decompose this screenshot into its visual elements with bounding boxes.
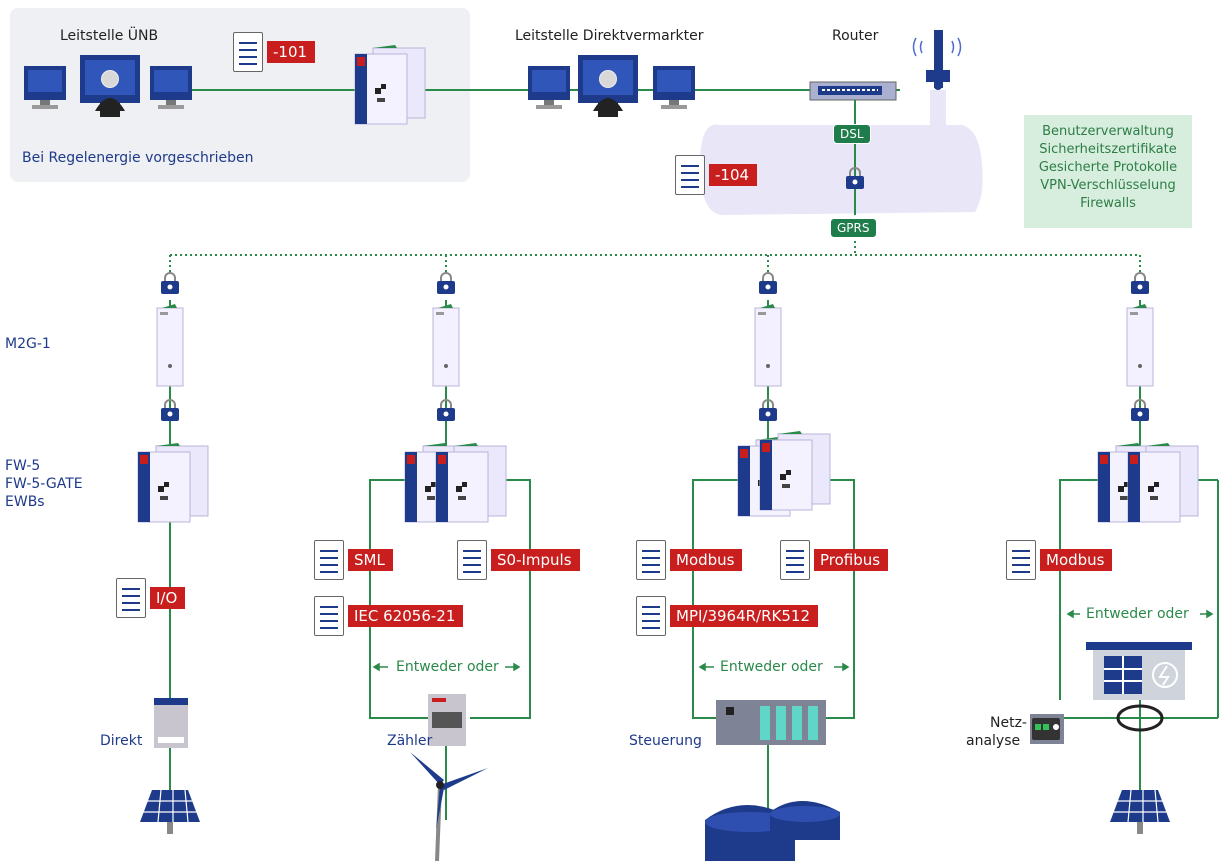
protocol-tag-mpi: MPI/3964R/RK512 <box>636 596 819 636</box>
fw5-head-device <box>354 44 426 125</box>
network-cloud <box>700 124 983 215</box>
uenb-note: Bei Regelenergie vorgeschrieben <box>22 150 254 166</box>
uenb-title: Leitstelle ÜNB <box>60 28 159 44</box>
document-icon <box>233 32 263 72</box>
router-device <box>809 81 897 101</box>
dsl-badge: DSL <box>833 124 871 144</box>
column-zaehler <box>369 272 531 861</box>
column-steuerung <box>692 272 855 861</box>
document-icon <box>314 540 344 580</box>
feature-item: Benutzerverwaltung <box>1042 124 1174 139</box>
label-direkt: Direkt <box>100 733 143 749</box>
protocol-tag-modbus: Modbus <box>636 540 743 580</box>
either-or-arrows <box>372 609 1214 672</box>
document-icon <box>314 596 344 636</box>
antenna-icon <box>912 30 962 90</box>
gprs-badge: GPRS <box>830 218 877 238</box>
row-label-ewbs: EWBs <box>5 494 45 510</box>
document-icon <box>1006 540 1036 580</box>
label-netzanalyse-2: analyse <box>966 733 1021 749</box>
document-icon <box>780 540 810 580</box>
column-drops <box>169 255 1141 275</box>
document-icon <box>116 578 146 618</box>
protocol-tag-101: -101 <box>233 32 316 72</box>
document-icon <box>636 596 666 636</box>
uenb-panel <box>10 8 470 182</box>
direkt-title: Leitstelle Direktvermarkter <box>515 28 704 44</box>
either-or-label: Entweder oder <box>1086 606 1189 622</box>
row-label-m2g: M2G-1 <box>5 336 51 352</box>
label-steuerung: Steuerung <box>629 733 702 749</box>
either-or-label: Entweder oder <box>396 659 499 675</box>
protocol-tag-modbus-2: Modbus <box>1006 540 1113 580</box>
feature-item: Firewalls <box>1080 196 1136 211</box>
either-or-label: Entweder oder <box>720 659 823 675</box>
row-label-fw5-gate: FW-5-GATE <box>5 476 83 492</box>
document-icon <box>636 540 666 580</box>
security-features-box: Benutzerverwaltung Sicherheitszertifikat… <box>1024 115 1192 228</box>
feature-item: VPN-Verschlüsselung <box>1040 178 1176 193</box>
router-title: Router <box>832 28 879 44</box>
row-label-fw5: FW-5 <box>5 458 41 474</box>
direkt-workstation <box>528 55 695 117</box>
protocol-tag-s0: S0-Impuls <box>457 540 580 580</box>
column-direkt <box>137 272 209 835</box>
label-netzanalyse-1: Netz- <box>990 715 1027 731</box>
label-zaehler: Zähler <box>387 733 433 749</box>
protocol-tag-iec: IEC 62056-21 <box>314 596 464 636</box>
document-icon <box>675 155 705 195</box>
document-icon <box>457 540 487 580</box>
protocol-tag-sml: SML <box>314 540 393 580</box>
protocol-tag-profibus: Profibus <box>780 540 889 580</box>
protocol-tag-io: I/O <box>116 578 186 618</box>
feature-item: Gesicherte Protokolle <box>1038 160 1178 175</box>
column-netzanalyse <box>1030 272 1219 835</box>
protocol-tag-104: -104 <box>675 155 758 195</box>
feature-item: Sicherheitszertifikate <box>1039 142 1177 157</box>
